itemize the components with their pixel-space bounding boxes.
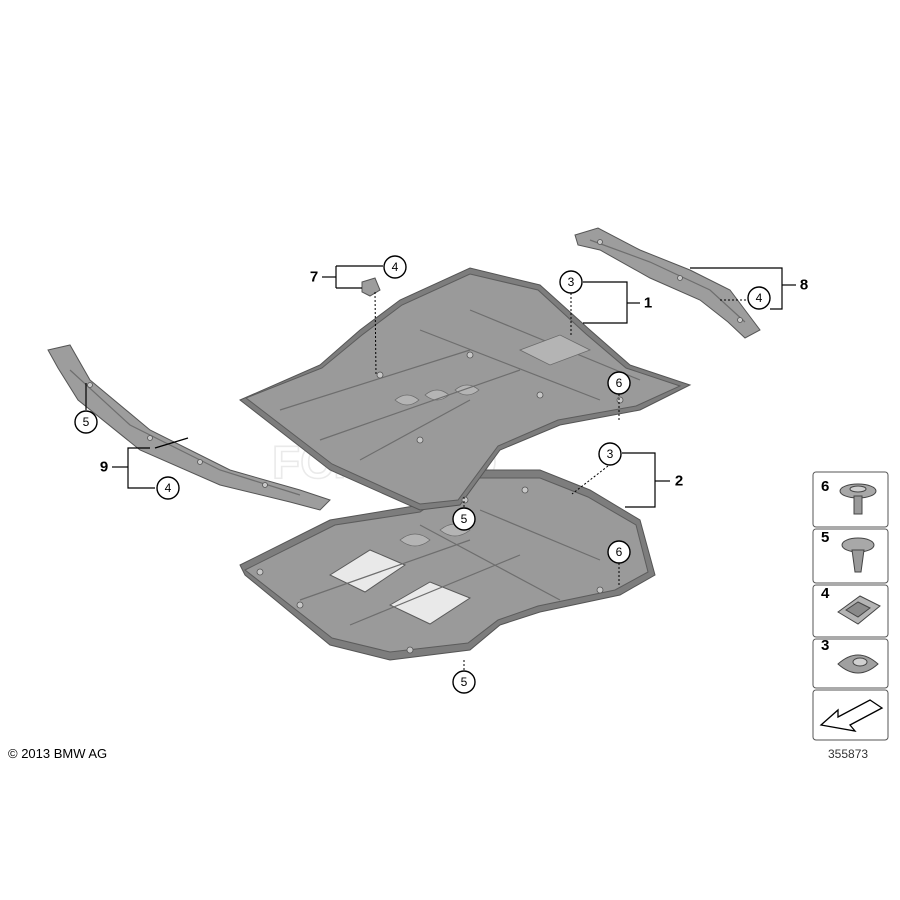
callout-6-lower: 6 bbox=[607, 540, 631, 564]
svg-text:4: 4 bbox=[756, 291, 763, 305]
svg-text:6: 6 bbox=[821, 478, 829, 495]
hardware-legend: 6 5 4 3 bbox=[812, 471, 889, 741]
callout-4-left: 4 bbox=[156, 476, 180, 500]
legend-item-3: 3 bbox=[812, 637, 889, 689]
svg-text:3: 3 bbox=[607, 447, 614, 461]
bracket-part-7 bbox=[361, 277, 381, 297]
leader-lines bbox=[85, 265, 796, 670]
strut-left bbox=[47, 344, 331, 511]
part-label-8: 8 bbox=[800, 277, 808, 294]
svg-text:6: 6 bbox=[616, 545, 623, 559]
copyright-text: © 2013 BMW AG bbox=[8, 746, 107, 761]
part-label-1: 1 bbox=[644, 295, 652, 312]
callout-4-top: 4 bbox=[383, 255, 407, 279]
svg-text:4: 4 bbox=[165, 481, 172, 495]
callout-3-middle: 3 bbox=[598, 442, 622, 466]
svg-text:3: 3 bbox=[568, 275, 575, 289]
underbody-shield-lower bbox=[239, 469, 656, 661]
legend-item-6: 6 bbox=[812, 471, 889, 528]
svg-text:4: 4 bbox=[392, 260, 399, 274]
svg-text:5: 5 bbox=[461, 675, 468, 689]
part-label-7: 7 bbox=[310, 269, 318, 286]
svg-text:3: 3 bbox=[821, 637, 829, 654]
callout-5-left: 5 bbox=[74, 410, 98, 434]
callout-3-top: 3 bbox=[559, 270, 583, 294]
svg-text:5: 5 bbox=[461, 512, 468, 526]
svg-text:4: 4 bbox=[821, 585, 830, 602]
svg-text:5: 5 bbox=[821, 529, 829, 546]
legend-item-5: 5 bbox=[812, 528, 889, 584]
part-label-9: 9 bbox=[100, 459, 108, 476]
underbody-shield-upper bbox=[239, 267, 692, 511]
part-label-2: 2 bbox=[675, 473, 683, 490]
callout-6-upper: 6 bbox=[607, 371, 631, 395]
svg-text:6: 6 bbox=[616, 376, 623, 390]
legend-item-direction-arrow bbox=[812, 689, 889, 741]
callout-4-right: 4 bbox=[747, 286, 771, 310]
strut-right bbox=[574, 227, 761, 339]
callout-5-bottom: 5 bbox=[452, 670, 476, 694]
legend-item-4: 4 bbox=[812, 584, 889, 638]
diagram-id: 355873 bbox=[828, 747, 868, 761]
svg-text:5: 5 bbox=[83, 415, 90, 429]
callout-5-middle: 5 bbox=[452, 507, 476, 531]
